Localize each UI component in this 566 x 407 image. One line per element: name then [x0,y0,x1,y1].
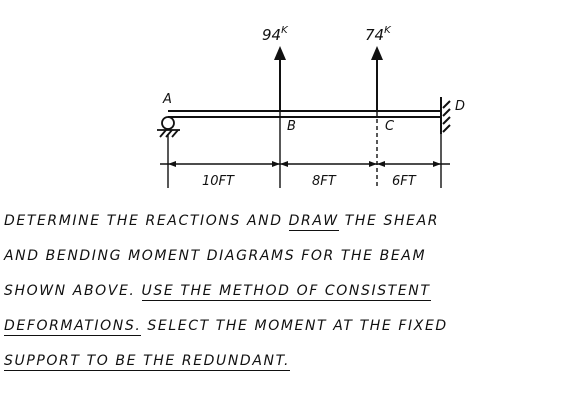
problem-text: AND BENDING MOMENT DIAGRAMS FOR THE BEAM [4,248,427,264]
load-arrow-c [371,46,383,112]
underlined-text: DRAW [288,213,339,231]
load-arrow-b [274,46,286,112]
problem-line: DEFORMATIONS. SELECT THE MOMENT AT THE F… [4,315,562,350]
point-label-d: D [455,99,465,114]
underlined-text: SUPPORT TO BE THE REDUNDANT. [4,353,291,371]
point-label-c: C [385,119,395,134]
problem-line: AND BENDING MOMENT DIAGRAMS FOR THE BEAM [4,245,562,280]
load-label-b: 94K [262,25,289,44]
beam-figure: 94K 74K A B C D [157,25,465,189]
span-label-2: 8FT [312,174,337,189]
underlined-text: DEFORMATIONS. [4,318,142,336]
problem-text: THE SHEAR [338,213,440,229]
span-label-3: 6FT [392,174,417,189]
load-label-c: 74K [365,25,392,44]
problem-line: SUPPORT TO BE THE REDUNDANT. [4,350,562,385]
problem-line: SHOWN ABOVE. USE THE METHOD OF CONSISTEN… [4,280,562,315]
pin-support-icon [157,116,180,138]
problem-text: SHOWN ABOVE. [4,283,142,299]
problem-statement: DETERMINE THE REACTIONS AND DRAW THE SHE… [4,210,562,385]
section-lines [167,112,442,188]
fixed-support-icon [440,97,451,134]
point-label-b: B [287,119,296,134]
problem-text: DETERMINE THE REACTIONS AND [4,213,289,229]
span-label-1: 10FT [202,174,235,189]
point-label-a: A [162,92,172,107]
underlined-text: USE THE METHOD OF CONSISTENT [141,283,431,301]
dimension-line [160,161,450,167]
beam [168,110,441,118]
problem-text: SELECT THE MOMENT AT THE FIXED [141,318,448,334]
problem-line: DETERMINE THE REACTIONS AND DRAW THE SHE… [4,210,562,245]
